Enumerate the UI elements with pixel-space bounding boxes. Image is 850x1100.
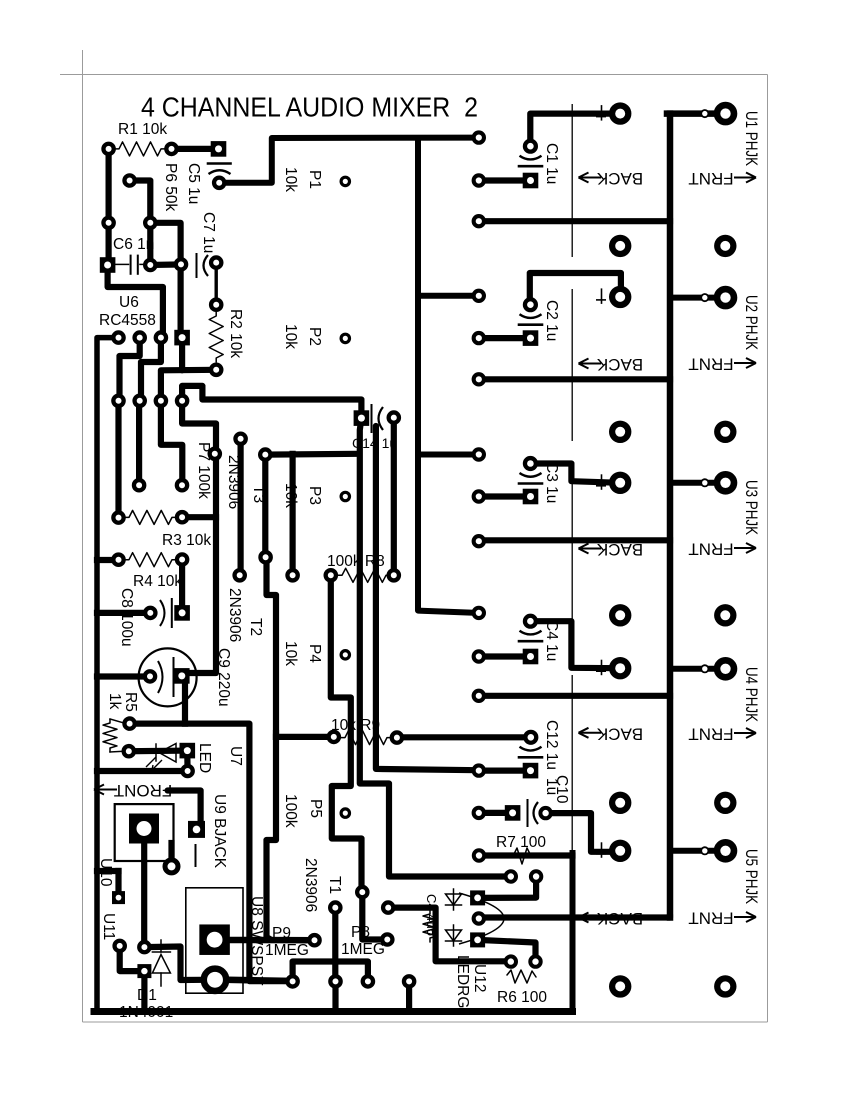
svg-text:FRNT: FRNT: [688, 169, 733, 188]
svg-text:FRNT: FRNT: [688, 725, 733, 744]
svg-text:C10: C10: [553, 775, 570, 804]
svg-text:U7: U7: [227, 746, 244, 766]
svg-text:1k: 1k: [106, 693, 123, 710]
svg-text:C4 1u: C4 1u: [543, 620, 560, 661]
svg-text:U10: U10: [97, 858, 114, 887]
svg-text:U4 PHJK: U4 PHJK: [742, 667, 760, 722]
svg-text:BACK: BACK: [596, 724, 643, 743]
svg-text:2N3906: 2N3906: [302, 858, 319, 912]
svg-text:U2 PHJK: U2 PHJK: [742, 295, 760, 350]
svg-text:R6 100: R6 100: [497, 989, 547, 1006]
svg-text:C3 1u: C3 1u: [543, 462, 560, 503]
svg-text:4 CHANNEL AUDIO MIXER 2: 4 CHANNEL AUDIO MIXER 2: [141, 92, 478, 123]
svg-text:P5: P5: [307, 799, 324, 818]
svg-text:P7 100k: P7 100k: [195, 442, 212, 499]
svg-text:C12 1u: C12 1u: [543, 720, 560, 770]
svg-text:P4: P4: [306, 644, 323, 663]
svg-text:10k: 10k: [282, 641, 299, 666]
svg-text:U8 SWSPST: U8 SWSPST: [248, 896, 265, 986]
svg-text:R3 10k: R3 10k: [162, 532, 211, 549]
svg-text:C1 1u: C1 1u: [543, 143, 560, 184]
svg-text:R4 10k: R4 10k: [133, 573, 182, 590]
svg-text:RC4558: RC4558: [99, 312, 156, 329]
svg-text:2N3906: 2N3906: [226, 588, 243, 642]
svg-text:T3: T3: [250, 485, 267, 503]
svg-text:LED: LED: [196, 743, 213, 773]
svg-text:U9 BJACK: U9 BJACK: [211, 794, 228, 869]
svg-text:P3: P3: [306, 486, 323, 505]
svg-text:P8: P8: [351, 924, 370, 941]
svg-text:C2 1u: C2 1u: [543, 300, 560, 341]
svg-text:C8 100u: C8 100u: [118, 588, 135, 647]
svg-text:T1: T1: [326, 876, 343, 894]
svg-text:100k: 100k: [282, 794, 299, 828]
svg-text:100k R8: 100k R8: [327, 553, 385, 570]
svg-text:C6 1n: C6 1n: [113, 236, 154, 253]
svg-text:FRONT: FRONT: [114, 781, 173, 800]
svg-text:1u: 1u: [543, 778, 560, 795]
svg-text:U12: U12: [471, 964, 488, 992]
svg-text:10k: 10k: [282, 167, 299, 192]
svg-text:P1: P1: [306, 170, 323, 189]
svg-text:U1 PHJK: U1 PHJK: [742, 111, 760, 166]
svg-text:C9 220u: C9 220u: [215, 648, 232, 707]
svg-text:FRNT: FRNT: [688, 355, 733, 374]
svg-text:10k: 10k: [282, 483, 299, 508]
svg-text:P9: P9: [272, 925, 291, 942]
svg-text:C7 1u: C7 1u: [200, 212, 217, 253]
svg-text:C5 1u: C5 1u: [185, 163, 202, 204]
svg-text:R2 10k: R2 10k: [227, 309, 244, 358]
svg-text:T2: T2: [247, 618, 264, 636]
svg-text:BACK: BACK: [596, 909, 643, 928]
svg-text:1N4001: 1N4001: [119, 1004, 173, 1021]
svg-text:10k R9: 10k R9: [331, 717, 380, 734]
svg-text:U6: U6: [119, 294, 139, 311]
svg-text:BACK: BACK: [596, 169, 643, 188]
svg-text:BACK: BACK: [596, 355, 643, 374]
svg-text:U11: U11: [100, 913, 117, 940]
svg-text:D1: D1: [137, 987, 157, 1004]
svg-text:FRNT: FRNT: [688, 540, 733, 559]
svg-text:R5: R5: [122, 692, 139, 712]
svg-text:BACK: BACK: [596, 540, 643, 559]
svg-text:R7 100: R7 100: [496, 834, 546, 851]
svg-text:P2: P2: [306, 327, 323, 346]
svg-text:2N3906: 2N3906: [225, 455, 242, 509]
svg-text:P6 50k: P6 50k: [162, 163, 179, 212]
svg-text:10k: 10k: [282, 324, 299, 349]
svg-text:FRNT: FRNT: [688, 909, 733, 928]
svg-text:U3 PHJK: U3 PHJK: [742, 480, 760, 535]
svg-text:LEDRG: LEDRG: [454, 955, 471, 1008]
svg-text:U5 PHJK: U5 PHJK: [742, 849, 760, 904]
svg-text:1MEG: 1MEG: [265, 942, 309, 959]
svg-text:1MEG: 1MEG: [341, 941, 385, 958]
svg-text:R1 10k: R1 10k: [118, 121, 167, 138]
